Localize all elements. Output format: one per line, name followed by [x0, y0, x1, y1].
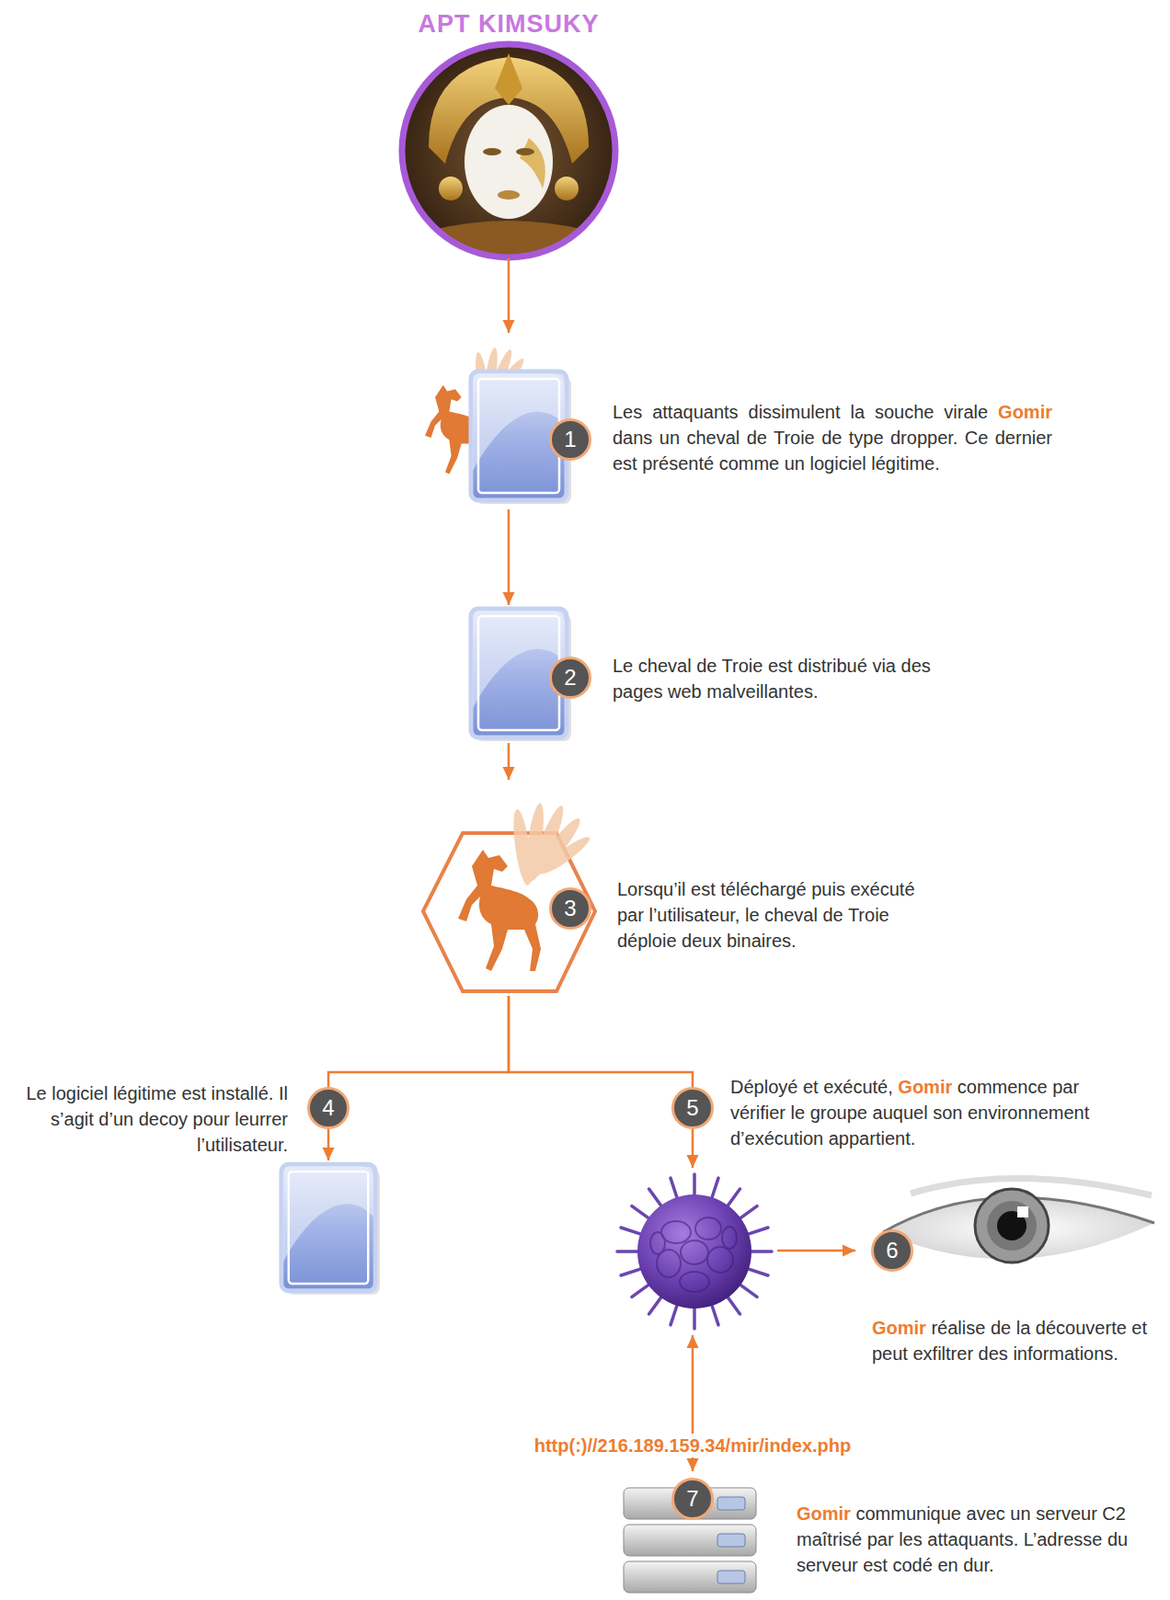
- callout-number: 1: [549, 418, 592, 461]
- c2-url: http(:)//216.189.159.34/mir/index.php: [529, 1433, 857, 1458]
- malware-name: Gomir: [871, 1318, 927, 1339]
- malware-step: Déployé et exécuté, Gomir commence par v…: [611, 1168, 778, 1336]
- flow-arrow: [503, 743, 516, 780]
- arrow-head: [687, 1155, 700, 1169]
- arrow-head: [503, 320, 516, 333]
- dropper-step: Les attaquants dissimulent la souche vir…: [404, 332, 575, 510]
- connector-line: [507, 509, 511, 606]
- callout-number: 2: [549, 656, 592, 700]
- flow-arrow: [503, 509, 516, 606]
- malware-name: Gomir: [796, 1503, 851, 1525]
- flow-arrow: [322, 996, 510, 1161]
- flow-arrow: [508, 996, 700, 1169]
- arrow-head: [687, 1335, 700, 1349]
- decoy-document-icon: [281, 1164, 380, 1295]
- step-description: Le logiciel légitime est installé. Il s’…: [9, 1080, 288, 1159]
- arrow-head: [503, 592, 516, 606]
- connector-line: [328, 996, 509, 1161]
- arrow-head: [687, 1458, 700, 1472]
- actor-portrait: APT KIMSUKY: [401, 43, 617, 259]
- arrow-head: [503, 767, 516, 780]
- flow-arrow: [777, 1245, 856, 1258]
- eye-icon: [883, 1178, 1155, 1263]
- step-description: Déployé et exécuté, Gomir commence par v…: [730, 1074, 1117, 1152]
- actor-portrait: [401, 43, 617, 267]
- step-description: Gomir communique avec un serveur C2 maît…: [796, 1501, 1133, 1579]
- malware-name: Gomir: [997, 401, 1053, 423]
- arrow-head: [842, 1245, 856, 1258]
- step-description: Le cheval de Troie est distribué via des…: [612, 653, 935, 705]
- callout-number: 3: [549, 887, 592, 930]
- diagram-title: APT KIMSUKY: [309, 9, 709, 39]
- arrow-head: [322, 1147, 335, 1161]
- step-description: Gomir réalise de la découverte et peut e…: [871, 1315, 1161, 1367]
- decoy-step: Le logiciel légitime est installé. Il s’…: [277, 1160, 381, 1297]
- callout-number: 6: [871, 1229, 914, 1273]
- step-description: Lorsqu’il est téléchargé puis exécuté pa…: [617, 876, 926, 954]
- callout-number: 5: [671, 1087, 714, 1130]
- connector-line: [508, 996, 693, 1169]
- flow-arrow: [503, 258, 516, 333]
- callout-number: 4: [307, 1087, 350, 1130]
- step-description: Les attaquants dissimulent la souche vir…: [612, 399, 1053, 477]
- trojan-dropper-icon: [424, 346, 572, 505]
- virus-icon: [617, 1174, 772, 1330]
- callout-number: 7: [671, 1478, 714, 1521]
- trojan-horse-hexagon: [423, 802, 596, 992]
- malware-name: Gomir: [897, 1077, 953, 1098]
